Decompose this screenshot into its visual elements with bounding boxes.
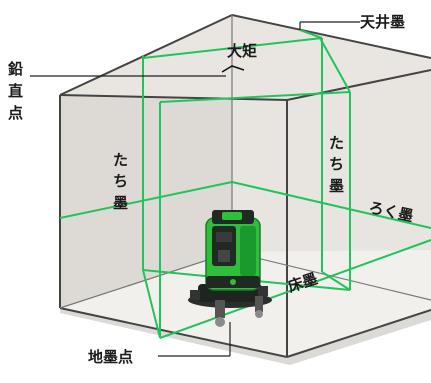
label-ground-point: 地墨点 xyxy=(88,348,133,366)
label-plumb-point: 鉛 直 点 xyxy=(8,60,23,122)
label-vertical-back: た ち 墨 xyxy=(329,134,344,195)
svg-text:た: た xyxy=(329,134,344,152)
svg-text:ち: ち xyxy=(113,172,128,190)
svg-text:点: 点 xyxy=(8,104,23,122)
label-vertical-left: た ち 墨 xyxy=(113,151,128,212)
room-box xyxy=(59,14,431,365)
svg-text:た: た xyxy=(113,151,128,169)
ceiling xyxy=(60,15,431,100)
plumb-point-mark xyxy=(221,65,245,73)
svg-text:ち: ち xyxy=(329,155,344,173)
svg-text:墨: 墨 xyxy=(329,177,344,195)
laser-lines xyxy=(59,29,431,339)
label-ceiling-ink: 天井墨 xyxy=(360,13,405,31)
svg-text:直: 直 xyxy=(8,82,23,100)
svg-text:鉛: 鉛 xyxy=(8,60,23,78)
callout-lines xyxy=(30,21,360,357)
laser-level-device xyxy=(188,210,272,327)
svg-text:墨: 墨 xyxy=(113,194,128,212)
label-square: 大矩 xyxy=(227,42,257,60)
